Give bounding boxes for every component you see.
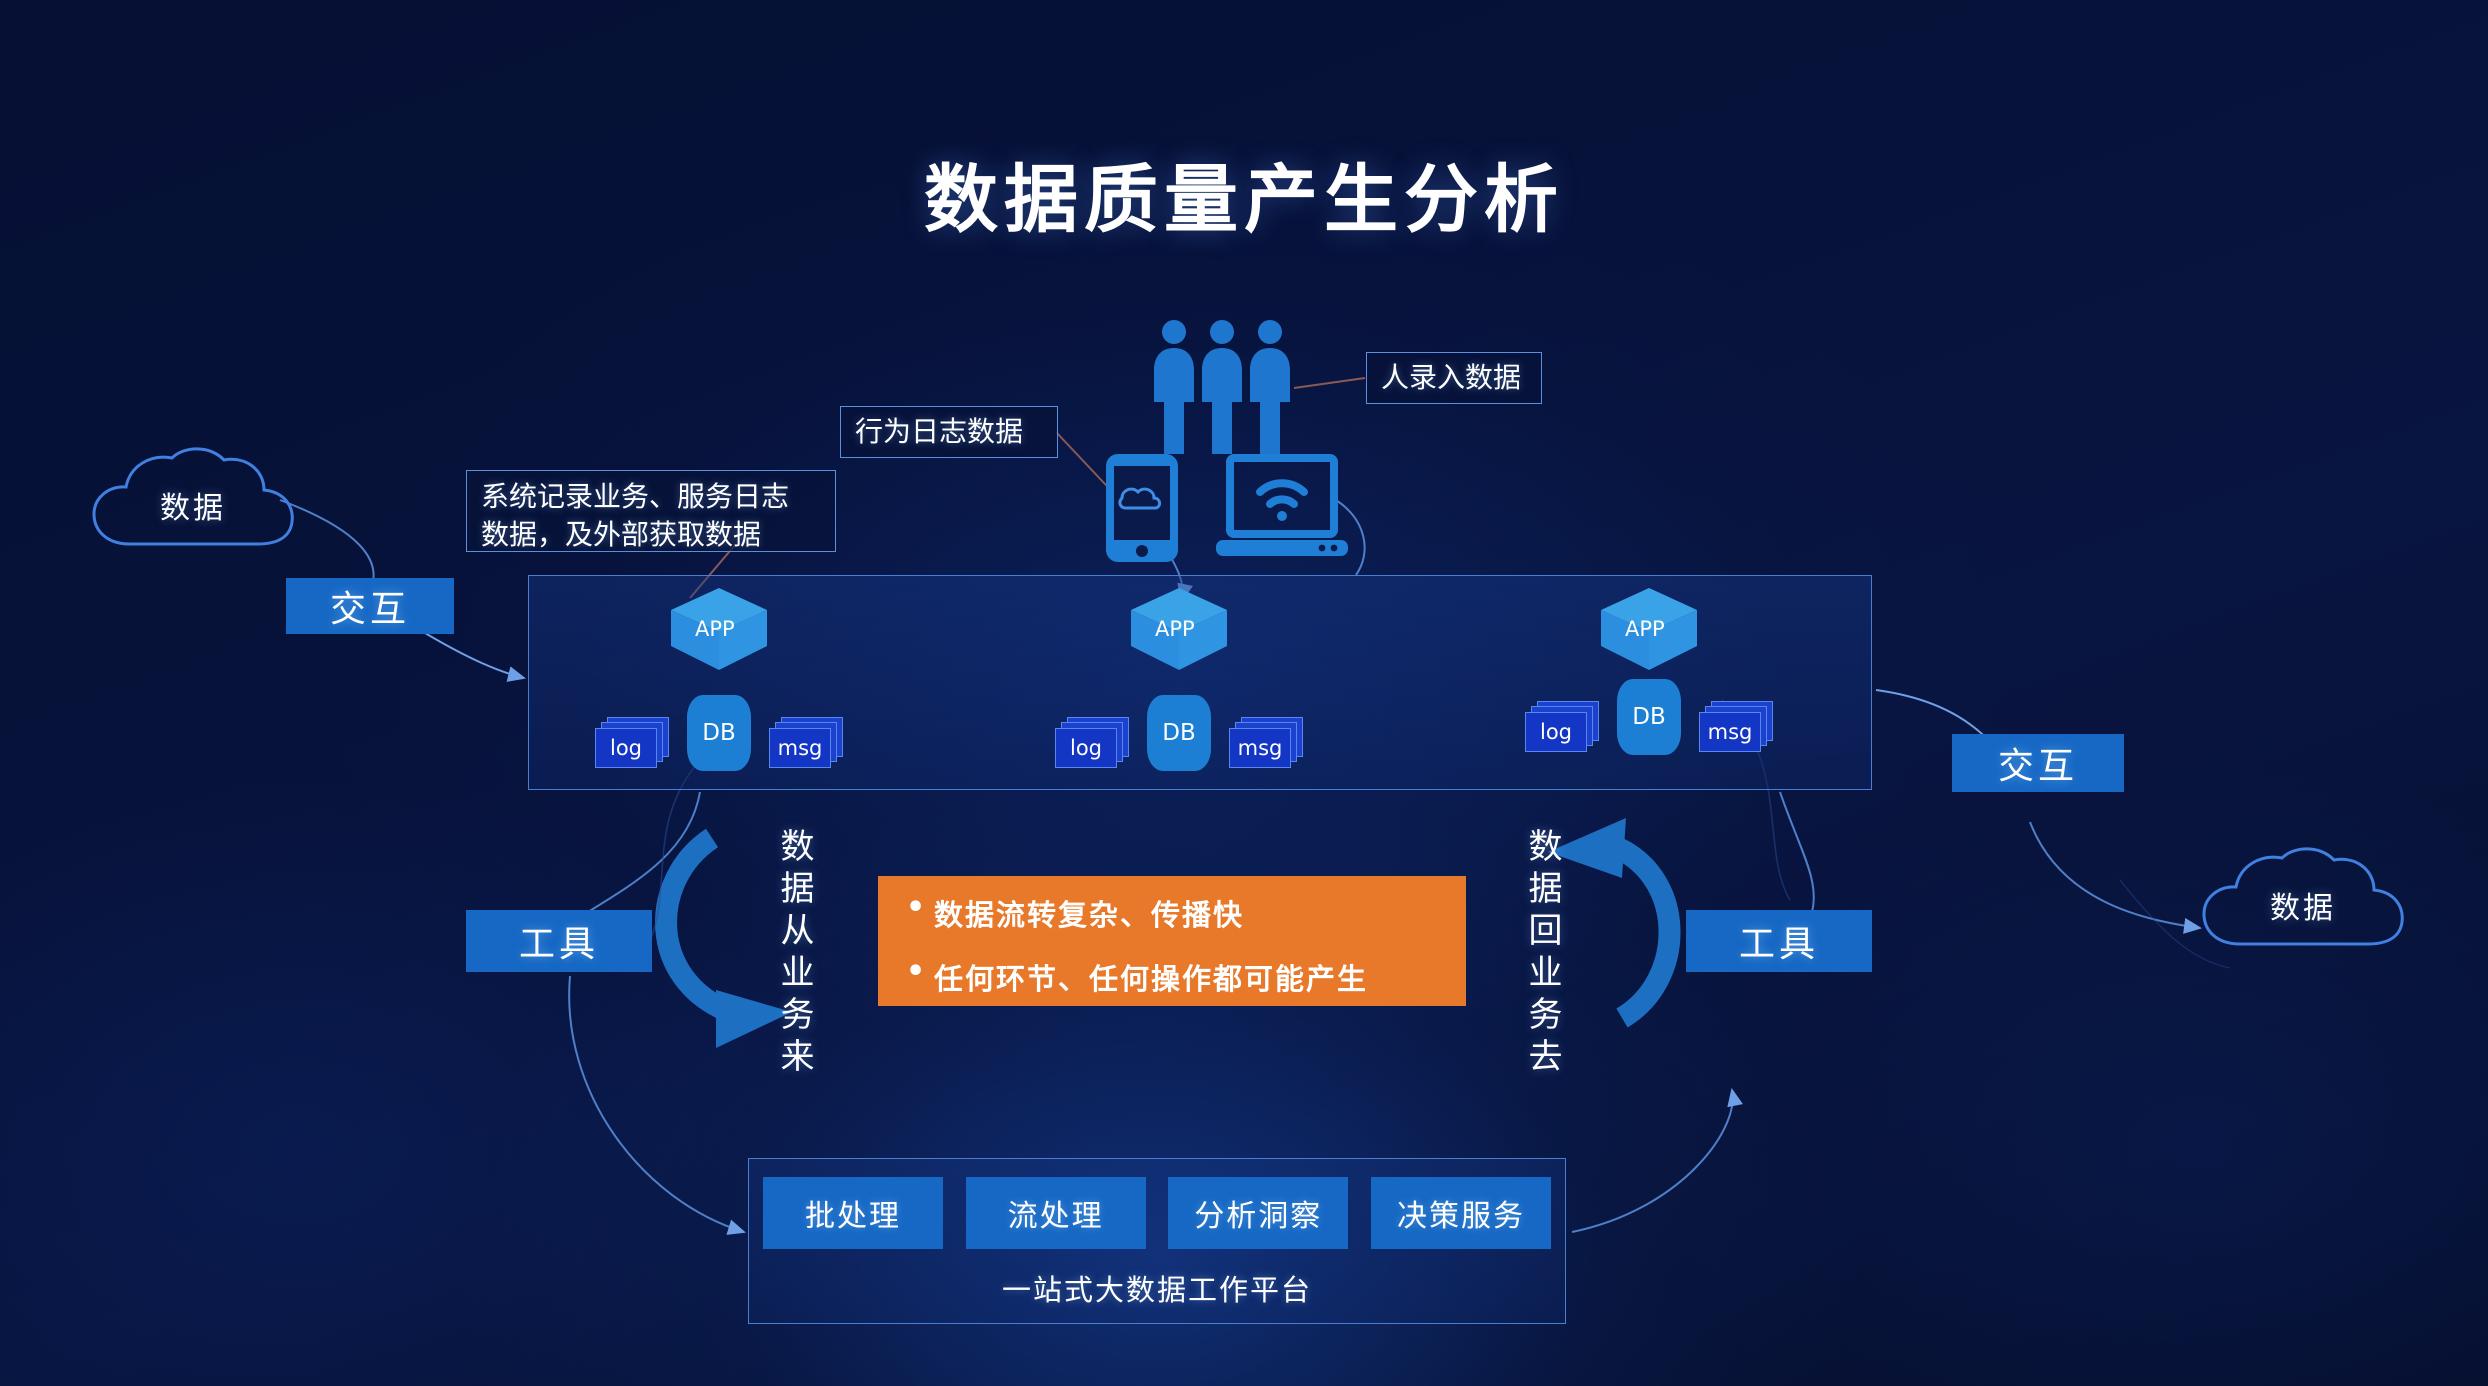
platform-chip-stream[interactable]: 流处理: [965, 1177, 1146, 1249]
svg-text:APP: APP: [1625, 617, 1665, 641]
log-stack-icon: log: [1525, 701, 1599, 755]
right-data-cloud: 数据: [2198, 847, 2408, 958]
label-data-back-to-business: 数据回业务去: [1522, 828, 1562, 1080]
highlight-bullet: 任何环节、任何操作都可能产生: [900, 954, 1444, 998]
platform-chip-batch[interactable]: 批处理: [763, 1177, 943, 1249]
callout-human-entry: 人录入数据: [1366, 352, 1542, 404]
chip-interaction-right[interactable]: 交互: [1952, 734, 2124, 792]
log-stack-icon: log: [1055, 717, 1129, 771]
msg-stack-icon: msg: [1699, 701, 1773, 755]
svg-text:APP: APP: [695, 617, 735, 641]
log-label: log: [609, 736, 642, 760]
db-label: DB: [1162, 720, 1196, 746]
database-icon: DB: [687, 695, 751, 771]
msg-label: msg: [1707, 720, 1753, 744]
platform-chip-row: 批处理 流处理 分析洞察 决策服务: [763, 1177, 1551, 1249]
platform-caption: 一站式大数据工作平台: [1001, 1273, 1312, 1307]
data-store-row: log DB msg: [1519, 679, 1779, 755]
platform-chip-analysis[interactable]: 分析洞察: [1168, 1177, 1349, 1249]
label-data-from-business: 数据从业务来: [774, 828, 814, 1080]
msg-stack-icon: msg: [769, 717, 843, 771]
chip-interaction-left[interactable]: 交互: [286, 578, 454, 634]
page-title: 数据质量产生分析: [924, 157, 1564, 243]
callout-behavior-log: 行为日志数据: [840, 406, 1058, 458]
cloud-label: 数据: [2270, 890, 2336, 926]
laptop-wifi-icon: [1216, 454, 1348, 556]
cloud-label: 数据: [160, 490, 226, 526]
server-group: APP log DB msg: [1519, 576, 1779, 789]
msg-label: msg: [1237, 736, 1283, 760]
platform-chip-decision[interactable]: 决策服务: [1370, 1177, 1551, 1249]
svg-text:APP: APP: [1155, 617, 1195, 641]
msg-stack-icon: msg: [1229, 717, 1303, 771]
msg-label: msg: [777, 736, 823, 760]
log-stack-icon: log: [595, 717, 669, 771]
server-group: APP log DB msg: [1049, 576, 1309, 789]
log-label: log: [1539, 720, 1572, 744]
data-store-row: log DB msg: [589, 695, 849, 771]
db-label: DB: [1632, 704, 1666, 730]
app-cube-icon: APP: [1131, 588, 1227, 670]
cloud-icon: [92, 447, 294, 546]
mobile-phone-cloud-icon: [1106, 454, 1178, 562]
people-group-icon: [1154, 320, 1290, 454]
db-label: DB: [702, 720, 736, 746]
big-data-platform-panel: 批处理 流处理 分析洞察 决策服务 一站式大数据工作平台: [748, 1158, 1566, 1324]
log-label: log: [1069, 736, 1102, 760]
server-group: APP log DB msg: [589, 576, 849, 789]
database-icon: DB: [1617, 679, 1681, 755]
app-cube-icon: APP: [1601, 588, 1697, 670]
app-cube-icon: APP: [671, 588, 767, 670]
left-data-cloud: 数据: [88, 447, 298, 558]
callout-system-log: 系统记录业务、服务日志 数据，及外部获取数据: [466, 470, 836, 552]
highlight-box: 数据流转复杂、传播快 任何环节、任何操作都可能产生: [878, 876, 1466, 1006]
chip-tools-left[interactable]: 工具: [466, 910, 652, 972]
cloud-icon: [2202, 847, 2404, 946]
database-icon: DB: [1147, 695, 1211, 771]
chip-tools-right[interactable]: 工具: [1686, 910, 1872, 972]
highlight-bullet: 数据流转复杂、传播快: [900, 890, 1444, 934]
data-store-row: log DB msg: [1049, 695, 1309, 771]
server-infrastructure-panel: APP log DB msg: [528, 575, 1872, 790]
